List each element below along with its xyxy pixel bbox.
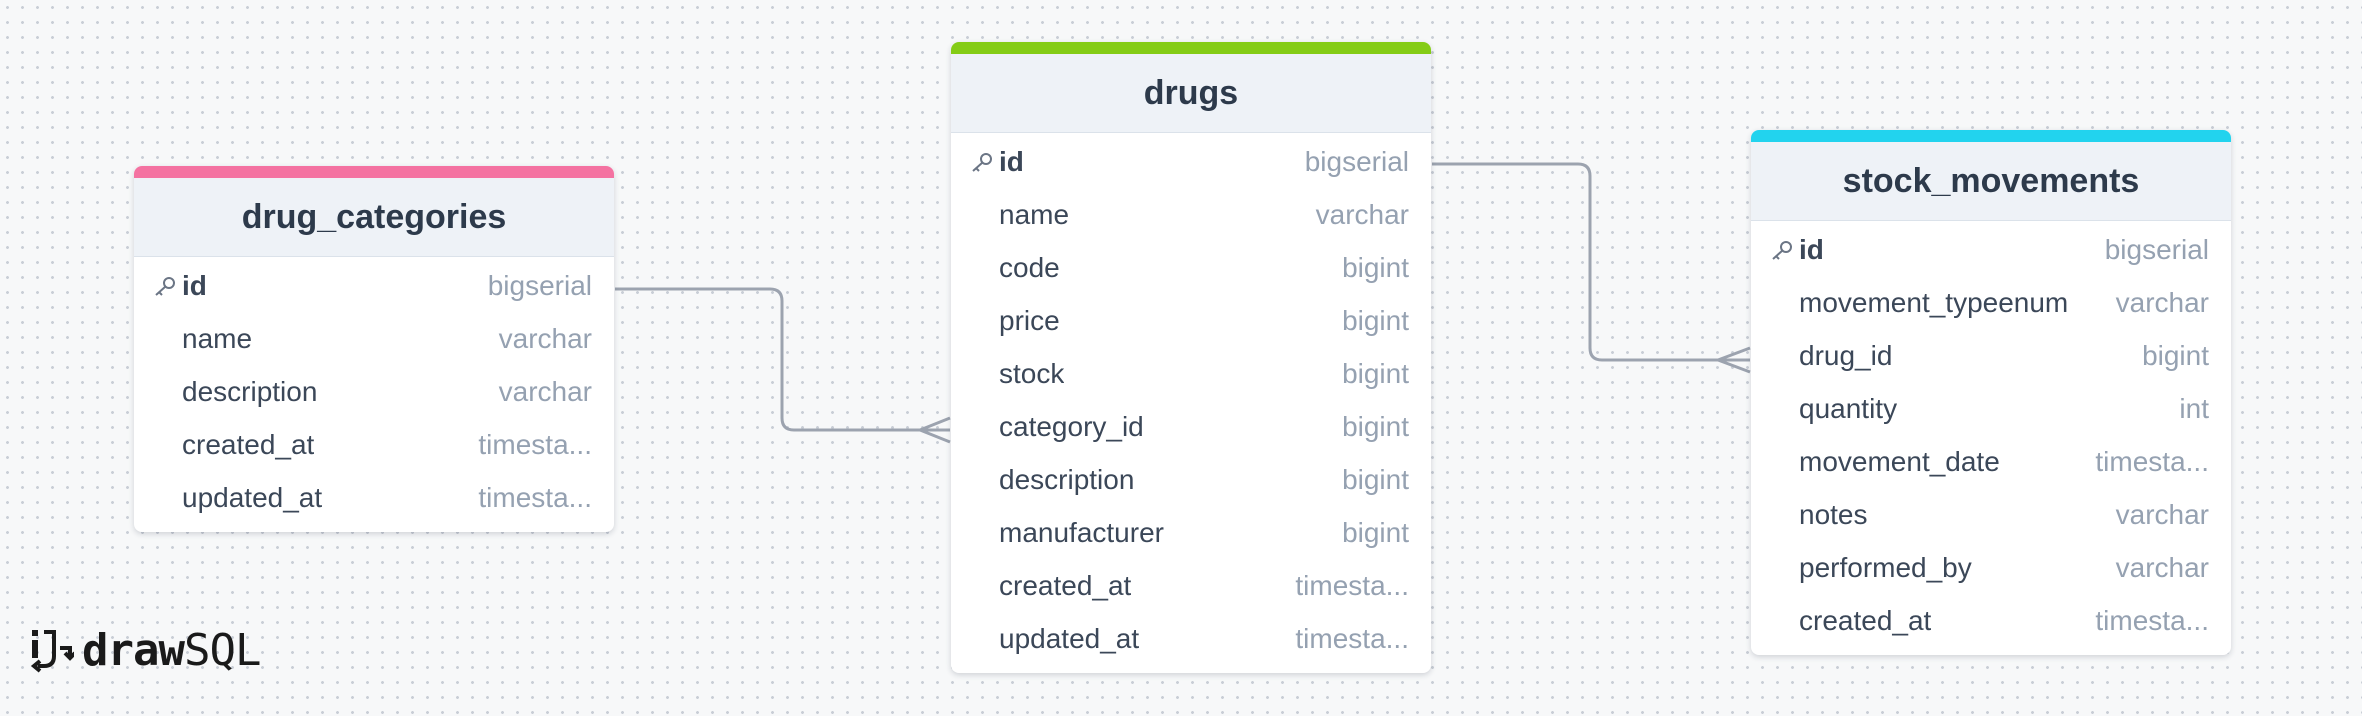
column-name: category_id xyxy=(999,410,1144,442)
drawsql-logo[interactable]: draw SQL xyxy=(30,622,261,678)
table-header[interactable]: stock_movements xyxy=(1751,142,2231,221)
column-type: bigint xyxy=(2142,339,2209,371)
drawsql-logo-icon xyxy=(30,630,74,673)
column-name: updated_at xyxy=(182,481,323,513)
column-type: timesta... xyxy=(478,481,592,513)
logo-text-draw: draw xyxy=(82,624,185,676)
column-name: created_at xyxy=(1799,604,1932,636)
table-color-bar xyxy=(134,166,614,178)
column-name: id xyxy=(999,145,1024,177)
crowfoot-icon xyxy=(919,416,951,444)
table-stock-movements[interactable]: stock_movements id bigserial movement_type… xyxy=(1751,130,2231,655)
column-list: id bigserial name varchar code bigint price big… xyxy=(951,133,1431,673)
column-row-updated-at[interactable]: updated_at timesta... xyxy=(134,471,614,524)
column-type: varchar xyxy=(2115,286,2209,318)
column-name: movement_date xyxy=(1799,445,2000,477)
primary-key-icon xyxy=(155,277,175,296)
column-type: bigint xyxy=(1342,410,1409,442)
column-row-movement-date[interactable]: movement_date timesta... xyxy=(1751,435,2231,488)
column-name: notes xyxy=(1799,498,1868,530)
column-row-stock[interactable]: stock bigint xyxy=(951,347,1431,400)
column-row-performed-by[interactable]: performed_by varchar xyxy=(1751,541,2231,594)
column-type: bigint xyxy=(1342,251,1409,283)
table-title: drug_categories xyxy=(241,197,507,236)
column-row-manufacturer[interactable]: manufacturer bigint xyxy=(951,506,1431,559)
column-row-movement-typeenum[interactable]: movement_typeenum varchar xyxy=(1751,276,2231,329)
primary-key-icon xyxy=(1772,241,1792,260)
table-header[interactable]: drugs xyxy=(951,54,1431,133)
column-row-category-id[interactable]: category_id bigint xyxy=(951,400,1431,453)
column-row-name[interactable]: name varchar xyxy=(134,312,614,365)
table-color-bar xyxy=(1751,130,2231,142)
column-row-id[interactable]: id bigserial xyxy=(134,259,614,312)
column-type: varchar xyxy=(1315,198,1409,230)
column-row-description[interactable]: description bigint xyxy=(951,453,1431,506)
table-title: drugs xyxy=(1143,73,1239,112)
column-row-quantity[interactable]: quantity int xyxy=(1751,382,2231,435)
column-type: varchar xyxy=(2115,498,2209,530)
column-row-price[interactable]: price bigint xyxy=(951,294,1431,347)
table-title: stock_movements xyxy=(1842,161,2140,200)
column-type: bigserial xyxy=(487,269,592,301)
column-type: bigint xyxy=(1342,516,1409,548)
column-type: timesta... xyxy=(2095,604,2209,636)
column-list: id bigserial name varchar description varchar… xyxy=(134,257,614,532)
column-row-updated-at[interactable]: updated_at timesta... xyxy=(951,612,1431,665)
crowfoot-icon xyxy=(1717,346,1751,374)
column-type: bigint xyxy=(1342,463,1409,495)
column-type: bigserial xyxy=(1304,145,1409,177)
column-row-description[interactable]: description varchar xyxy=(134,365,614,418)
column-type: varchar xyxy=(2115,551,2209,583)
column-name: name xyxy=(999,198,1070,230)
column-name: code xyxy=(999,251,1060,283)
column-name: manufacturer xyxy=(999,516,1164,548)
column-row-notes[interactable]: notes varchar xyxy=(1751,488,2231,541)
column-type: timesta... xyxy=(2095,445,2209,477)
column-type: varchar xyxy=(498,375,592,407)
column-type: timesta... xyxy=(1295,569,1409,601)
column-name: created_at xyxy=(182,428,315,460)
column-row-name[interactable]: name varchar xyxy=(951,188,1431,241)
column-type: varchar xyxy=(498,322,592,354)
logo-text-sql: SQL xyxy=(183,624,261,676)
column-type: timesta... xyxy=(1295,622,1409,654)
table-header[interactable]: drug_categories xyxy=(134,178,614,257)
column-type: timesta... xyxy=(478,428,592,460)
column-name: quantity xyxy=(1799,392,1898,424)
column-name: description xyxy=(999,463,1135,495)
table-color-bar xyxy=(951,42,1431,54)
column-row-created-at[interactable]: created_at timesta... xyxy=(951,559,1431,612)
column-name: drug_id xyxy=(1799,339,1893,371)
column-row-id[interactable]: id bigserial xyxy=(1751,223,2231,276)
column-name: name xyxy=(182,322,253,354)
column-name: stock xyxy=(999,357,1065,389)
column-name: created_at xyxy=(999,569,1132,601)
column-name: updated_at xyxy=(999,622,1140,654)
column-row-created-at[interactable]: created_at timesta... xyxy=(1751,594,2231,647)
column-name: price xyxy=(999,304,1060,336)
column-type: int xyxy=(2179,392,2209,424)
column-name: id xyxy=(182,269,207,301)
primary-key-icon xyxy=(972,153,992,172)
column-type: bigint xyxy=(1342,304,1409,336)
column-row-id[interactable]: id bigserial xyxy=(951,135,1431,188)
column-row-created-at[interactable]: created_at timesta... xyxy=(134,418,614,471)
column-name: id xyxy=(1799,233,1824,265)
column-row-drug-id[interactable]: drug_id bigint xyxy=(1751,329,2231,382)
column-type: bigserial xyxy=(2104,233,2209,265)
relation-line-category[interactable] xyxy=(615,287,950,432)
column-name: performed_by xyxy=(1799,551,1972,583)
column-name: movement_typeenum xyxy=(1799,286,2069,318)
column-row-code[interactable]: code bigint xyxy=(951,241,1431,294)
column-type: bigint xyxy=(1342,357,1409,389)
column-name: description xyxy=(182,375,318,407)
relation-line-drug[interactable] xyxy=(1432,162,1750,362)
